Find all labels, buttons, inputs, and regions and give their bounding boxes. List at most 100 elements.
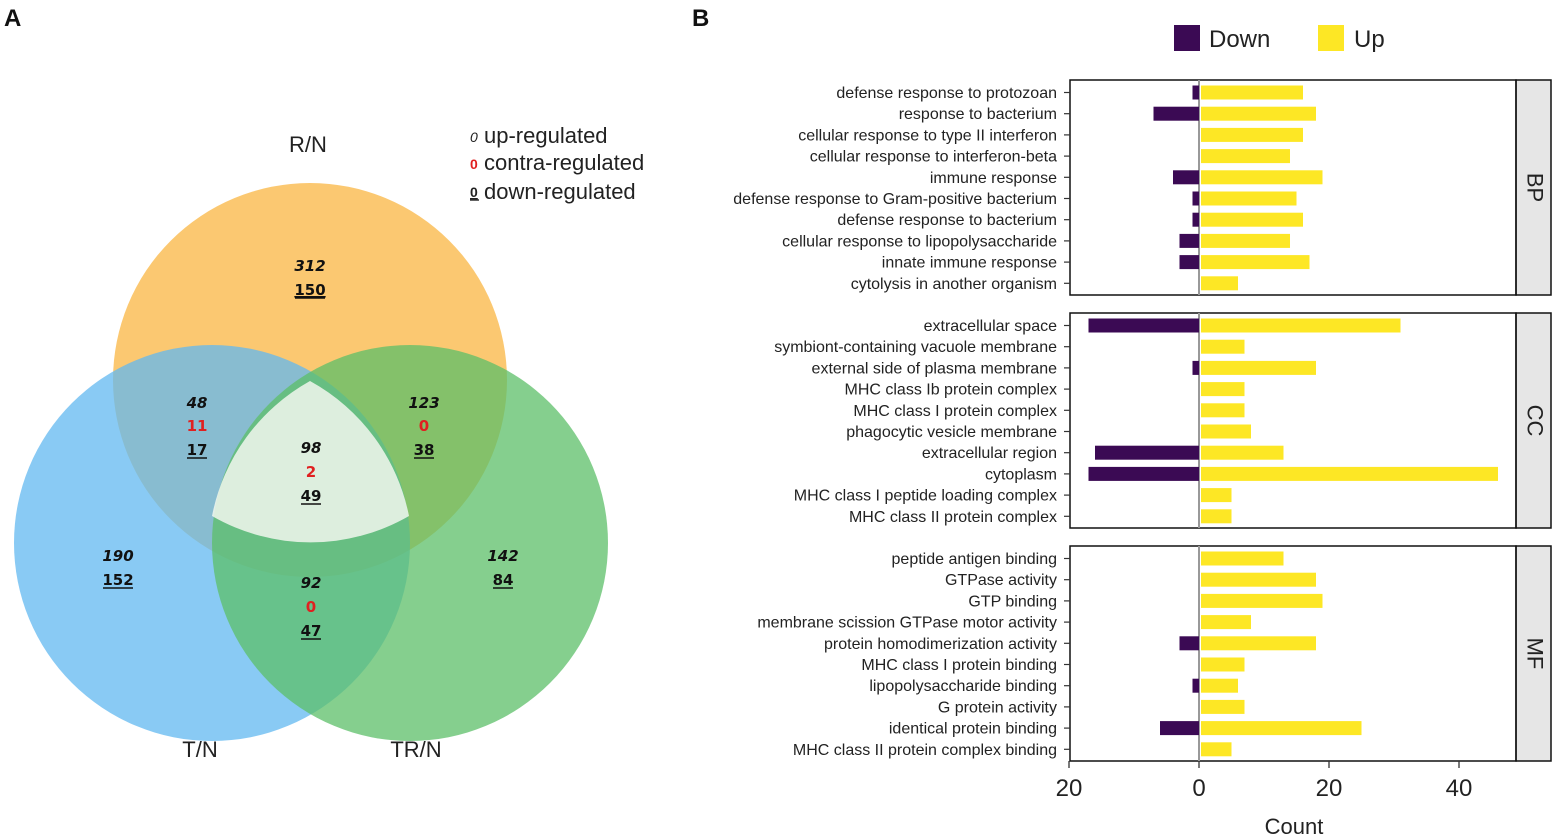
bar-down <box>1088 318 1199 333</box>
facet-strip-label: MF <box>1523 638 1548 670</box>
bar-up <box>1201 742 1232 757</box>
venn-count-contra: 0 <box>419 417 429 435</box>
panel-label-a: A <box>4 5 21 32</box>
venn-count-down: 152 <box>102 571 133 589</box>
x-tick-label: 20 <box>1316 775 1343 802</box>
venn-set-label-t-n: T/N <box>182 737 217 762</box>
y-tick-label: MHC class II protein complex binding <box>793 742 1057 759</box>
venn-legend-contra-symbol: 0 <box>470 156 478 172</box>
legend-swatch-up <box>1318 25 1344 51</box>
bar-down <box>1179 255 1199 270</box>
bar-up <box>1201 678 1238 693</box>
bar-up <box>1201 360 1316 375</box>
venn-count-down: 84 <box>493 571 514 589</box>
bar-down <box>1179 233 1199 248</box>
y-tick-label: cytolysis in another organism <box>851 276 1057 293</box>
bar-up <box>1201 509 1232 524</box>
chart-legend: Down Up <box>1174 25 1385 53</box>
y-tick-label: identical protein binding <box>889 721 1057 738</box>
venn-legend-contra-label: contra-regulated <box>484 150 644 175</box>
venn-count-up: 92 <box>301 574 322 592</box>
y-tick-label: MHC class I protein complex <box>853 403 1057 420</box>
y-tick-label: cellular response to lipopolysaccharide <box>782 233 1057 250</box>
y-tick-label: MHC class II protein complex <box>849 509 1057 526</box>
bar-down <box>1160 721 1199 736</box>
x-axis: Count 20 0 20 40 <box>1056 761 1473 839</box>
venn-region-t-n-only: 190 152 <box>102 547 133 589</box>
venn-count-down: 47 <box>301 622 322 640</box>
bar-up <box>1201 721 1362 736</box>
legend-swatch-down <box>1174 25 1200 51</box>
y-tick-label: peptide antigen binding <box>892 551 1057 568</box>
y-tick-label: cellular response to type II interferon <box>798 127 1057 144</box>
y-tick-label: defense response to Gram-positive bacter… <box>733 191 1057 208</box>
venn-region-t-n-tr-n: 92 0 47 <box>301 574 322 640</box>
y-tick-label: lipopolysaccharide binding <box>869 678 1057 695</box>
y-tick-label: extracellular space <box>924 318 1058 335</box>
y-tick-label: symbiont-containing vacuole membrane <box>774 339 1057 356</box>
bar-up <box>1201 149 1290 164</box>
facet-frame <box>1069 545 1517 762</box>
venn-count-contra: 11 <box>187 417 208 435</box>
bar-up <box>1201 233 1290 248</box>
bar-up <box>1201 339 1245 354</box>
venn-count-down: 150 <box>294 281 325 299</box>
y-tick-label: extracellular region <box>922 445 1057 462</box>
y-tick-label: protein homodimerization activity <box>824 636 1057 653</box>
y-tick-label: innate immune response <box>882 255 1057 272</box>
venn-count-up: 98 <box>301 439 322 457</box>
facet-frame <box>1069 79 1517 296</box>
x-axis-title: Count <box>1265 814 1324 839</box>
bar-up <box>1201 657 1245 672</box>
venn-count-down: 38 <box>414 441 435 459</box>
venn-region-tr-n-only: 142 84 <box>487 547 518 589</box>
bar-up <box>1201 572 1316 587</box>
venn-legend: 0 up-regulated 0 contra-regulated 0 down… <box>470 123 644 204</box>
venn-count-up: 190 <box>102 547 133 565</box>
venn-center-region <box>212 381 409 543</box>
y-tick-label: MHC class I protein binding <box>861 657 1057 674</box>
x-tick-label: 40 <box>1446 775 1473 802</box>
bar-up <box>1201 424 1251 439</box>
y-tick-label: defense response to protozoan <box>836 85 1057 102</box>
venn-legend-down-label: down-regulated <box>484 179 636 204</box>
y-tick-label: MHC class Ib protein complex <box>844 382 1057 399</box>
venn-legend-down-symbol: 0 <box>470 184 478 200</box>
venn-region-r-n-only: 312 150 <box>294 257 325 299</box>
venn-legend-up-label: up-regulated <box>484 123 608 148</box>
bar-down <box>1192 212 1199 227</box>
venn-count-up: 312 <box>294 257 325 275</box>
bar-up <box>1201 403 1245 418</box>
x-tick-label: 0 <box>1192 775 1205 802</box>
venn-count-contra: 2 <box>306 463 316 481</box>
venn-set-label-tr-n: TR/N <box>390 737 441 762</box>
bar-up <box>1201 636 1316 651</box>
facet-frame <box>1069 312 1517 529</box>
y-tick-label: membrane scission GTPase motor activity <box>757 615 1057 632</box>
bar-up <box>1201 551 1284 566</box>
venn-count-up: 123 <box>408 394 439 412</box>
y-tick-label: defense response to bacterium <box>837 212 1057 229</box>
bar-down <box>1179 636 1199 651</box>
bar-up <box>1201 85 1303 100</box>
bar-down <box>1192 678 1199 693</box>
y-tick-label: response to bacterium <box>899 106 1057 123</box>
bar-up <box>1201 212 1303 227</box>
y-tick-label: GTPase activity <box>945 572 1057 589</box>
y-tick-label: GTP binding <box>968 593 1057 610</box>
bar-up <box>1201 106 1316 121</box>
bar-up <box>1201 318 1401 333</box>
bar-down <box>1192 85 1199 100</box>
y-tick-label: phagocytic vesicle membrane <box>846 424 1057 441</box>
bar-down <box>1173 170 1199 185</box>
venn-count-up: 142 <box>487 547 518 565</box>
y-tick-label: G protein activity <box>938 699 1057 716</box>
venn-set-label-r-n: R/N <box>289 132 327 157</box>
bar-up <box>1201 488 1232 503</box>
x-tick-label: 20 <box>1056 775 1083 802</box>
bar-up <box>1201 445 1284 460</box>
legend-label-up: Up <box>1354 26 1385 53</box>
